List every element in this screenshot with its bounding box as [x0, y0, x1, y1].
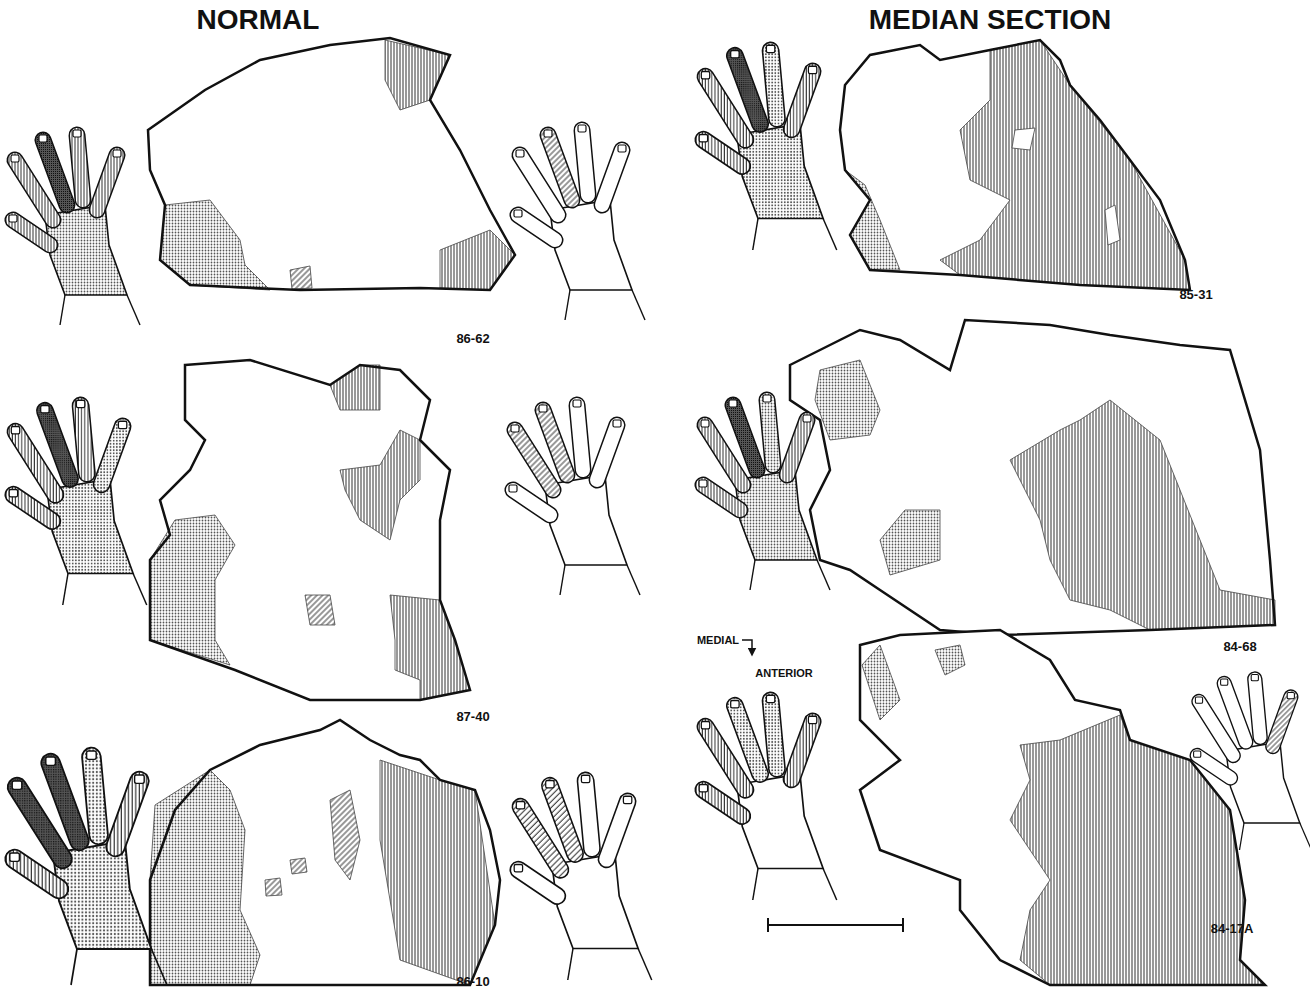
receptive-region	[160, 200, 270, 290]
orientation-arrow	[742, 640, 752, 652]
cortex-map	[840, 40, 1190, 290]
receptive-region	[330, 790, 360, 880]
receptive-region	[340, 430, 420, 540]
receptive-region	[150, 515, 235, 665]
receptive-region	[815, 360, 880, 440]
hand-diagrams	[9, 45, 1310, 985]
hand-diagram	[514, 775, 652, 980]
hand-diagram	[9, 130, 140, 325]
receptive-region	[305, 595, 335, 625]
receptive-region	[150, 770, 260, 985]
receptive-region	[290, 858, 307, 874]
column-heading: MEDIAN SECTION	[869, 6, 1112, 34]
receptive-region	[1105, 205, 1120, 245]
map-outline	[148, 38, 515, 290]
hand-diagram	[10, 751, 167, 985]
receptive-region	[880, 510, 940, 575]
receptive-region	[935, 645, 965, 675]
cortex-map	[860, 630, 1265, 985]
receptive-region	[940, 40, 1190, 290]
case-number: 85-31	[1179, 288, 1212, 301]
receptive-region	[330, 365, 380, 410]
hand-diagram	[699, 695, 837, 900]
orientation-label: MEDIAL	[697, 635, 739, 646]
receptive-region	[845, 170, 900, 270]
map-outline	[840, 40, 1190, 290]
receptive-region	[290, 266, 312, 289]
hand-diagram	[1194, 675, 1310, 851]
case-number: 84-68	[1223, 640, 1256, 653]
map-outline	[860, 630, 1265, 985]
case-number: 86-62	[456, 332, 489, 345]
map-outline	[790, 320, 1275, 635]
hand-diagram	[699, 45, 837, 250]
case-number: 86-10	[456, 975, 489, 988]
cortex-map	[790, 320, 1275, 635]
receptive-region	[1012, 128, 1035, 150]
cortex-map	[148, 38, 515, 290]
orientation-label: ANTERIOR	[755, 668, 812, 679]
cortex-maps	[148, 38, 1275, 985]
map-outline	[150, 720, 500, 985]
column-heading: NORMAL	[197, 6, 320, 34]
scale-bar	[768, 918, 903, 932]
cortex-map	[150, 720, 500, 985]
hand-diagram	[514, 125, 645, 320]
receptive-region	[1010, 400, 1275, 630]
case-number: 84-17A	[1211, 922, 1254, 935]
receptive-region	[862, 645, 900, 720]
case-number: 87-40	[456, 710, 489, 723]
hand-diagram	[699, 395, 830, 590]
cortex-map	[150, 360, 470, 700]
receptive-region	[440, 230, 515, 290]
receptive-region	[265, 878, 282, 896]
hand-diagram	[9, 400, 147, 605]
hand-diagram	[509, 400, 640, 595]
map-outline	[150, 360, 470, 700]
receptive-region	[380, 760, 495, 985]
